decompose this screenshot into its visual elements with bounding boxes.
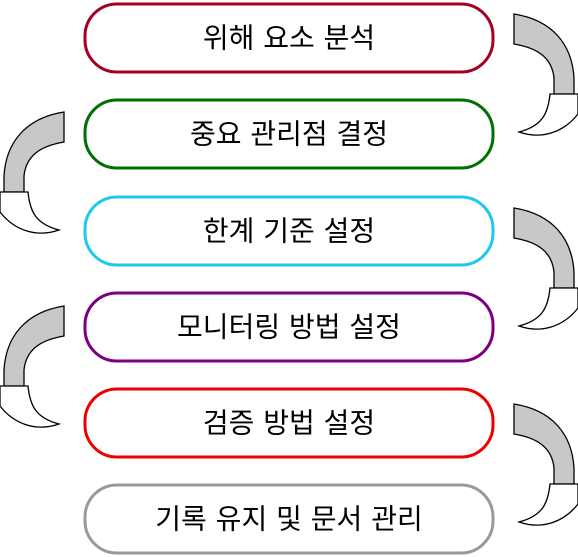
step-box-2	[83, 98, 495, 170]
step-box-3	[83, 195, 495, 267]
step-box-4	[83, 291, 495, 363]
curved-arrow-3-to-4-icon	[513, 207, 575, 289]
step-box-1	[83, 2, 495, 74]
curved-arrow-1-to-2-icon	[513, 13, 575, 95]
arrow-2	[0, 111, 65, 234]
curved-arrow-4-to-5-icon	[3, 305, 65, 387]
step-box-6	[83, 483, 495, 555]
step-label-2: 중요 관리점 결정	[190, 118, 388, 151]
step-box-5	[83, 387, 495, 459]
curved-arrow-2-to-3-icon	[3, 111, 65, 193]
step-2: 중요 관리점 결정	[83, 98, 495, 170]
step-5: 검증 방법 설정	[83, 387, 495, 459]
arrow-4	[0, 305, 65, 428]
step-label-4: 모니터링 방법 설정	[177, 311, 401, 344]
step-4: 모니터링 방법 설정	[83, 291, 495, 363]
curved-arrow-5-to-6-icon	[513, 403, 575, 485]
step-3: 한계 기준 설정	[83, 195, 495, 267]
step-label-6: 기록 유지 및 문서 관리	[155, 503, 422, 536]
step-6: 기록 유지 및 문서 관리	[83, 483, 495, 555]
curved-arrow-1-head-icon	[516, 93, 578, 136]
arrow-1	[513, 13, 578, 136]
step-label-5: 검증 방법 설정	[203, 407, 375, 440]
curved-arrow-3-head-icon	[516, 287, 578, 330]
curved-arrow-5-head-icon	[516, 483, 578, 526]
step-label-3: 한계 기준 설정	[203, 215, 375, 248]
arrow-3	[513, 207, 578, 330]
arrow-5	[513, 403, 578, 526]
curved-arrow-4-head-icon	[0, 385, 62, 428]
step-label-1: 위해 요소 분석	[203, 22, 375, 55]
step-1: 위해 요소 분석	[83, 2, 495, 74]
curved-arrow-2-head-icon	[0, 191, 62, 234]
